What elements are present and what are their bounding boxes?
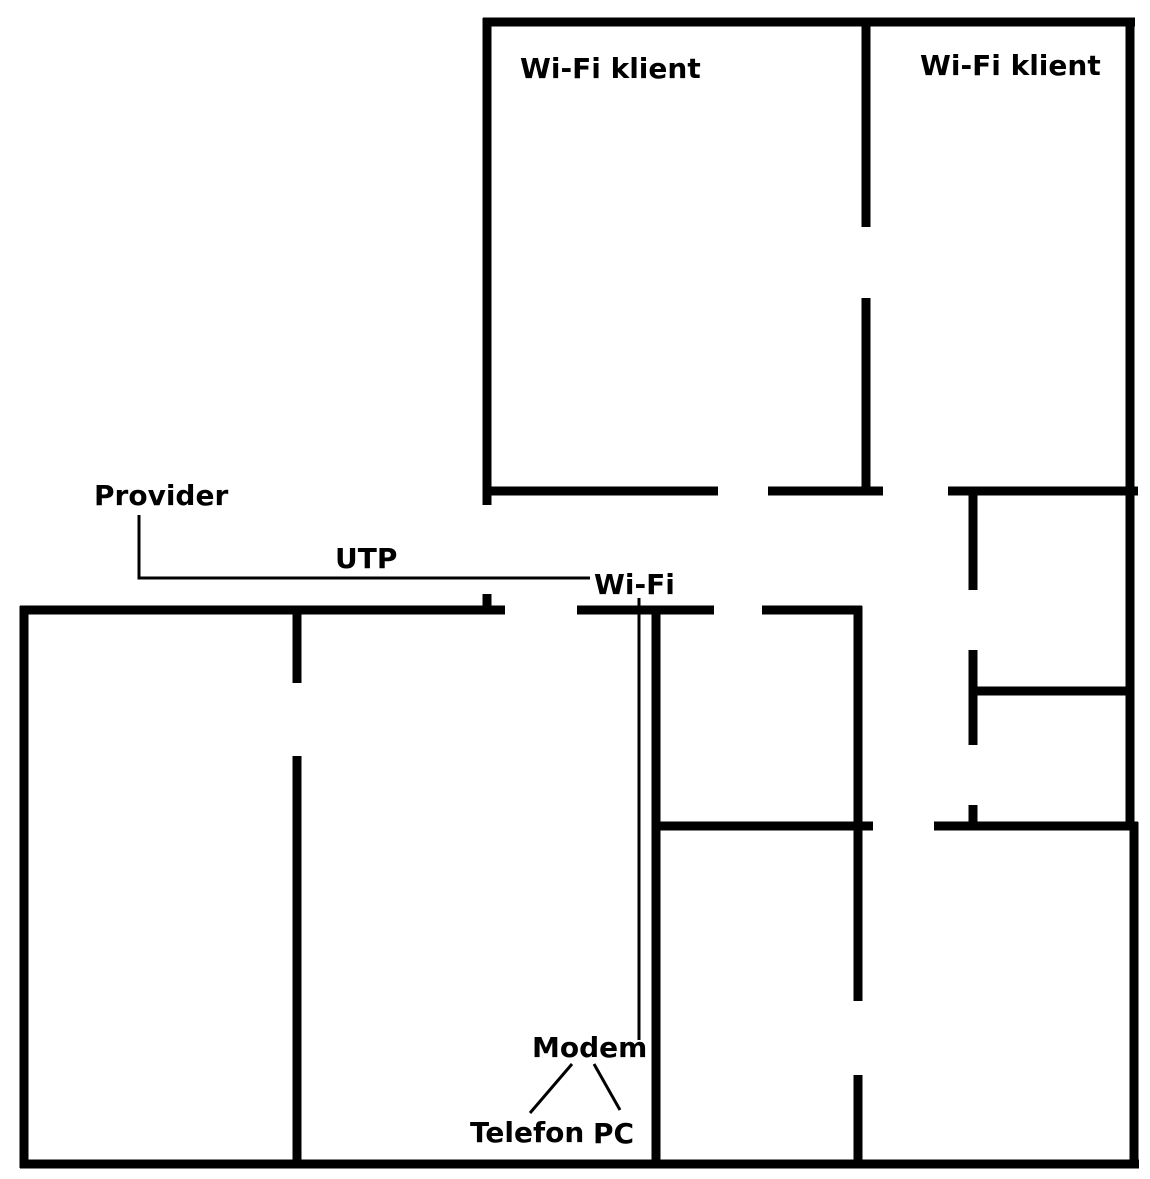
wiring (137, 515, 641, 1114)
wifi-client-label-2: Wi-Fi klient (920, 49, 1101, 82)
utp-cable (137, 515, 590, 580)
modem-label: Modem (532, 1031, 647, 1064)
pc-label: PC (593, 1117, 634, 1150)
modem-pc-link (592, 1063, 622, 1111)
telefon-label: Telefon (470, 1116, 584, 1149)
modem-telefon-link (528, 1063, 574, 1114)
walls (19, 17, 1139, 1169)
labels: Wi-Fi klient Wi-Fi klient Provider UTP W… (94, 49, 1101, 1150)
wifi-label: Wi-Fi (594, 568, 675, 601)
utp-label: UTP (335, 542, 397, 575)
provider-label: Provider (94, 479, 228, 512)
wifi-client-label-1: Wi-Fi klient (520, 52, 701, 85)
